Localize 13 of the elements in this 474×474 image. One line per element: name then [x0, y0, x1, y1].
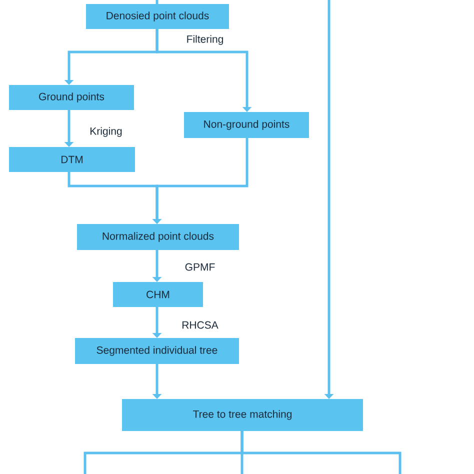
process-box: Denosied point clouds [86, 4, 229, 29]
arrow [156, 29, 252, 112]
edge-label: RHCSA [180, 320, 220, 330]
process-box: Ground points [9, 85, 134, 110]
process-box: Tree to tree matching [122, 399, 363, 431]
process-box: Non-ground points [184, 112, 309, 138]
edge-label: GPMF [184, 262, 216, 272]
process-box: CHM [113, 282, 203, 307]
process-box: DTM [9, 147, 135, 172]
process-box: Segmented individual tree [75, 338, 239, 364]
edge-label: Filtering [185, 34, 225, 46]
edge-label: Kriging [88, 126, 124, 138]
process-box: Normalized point clouds [77, 224, 239, 250]
